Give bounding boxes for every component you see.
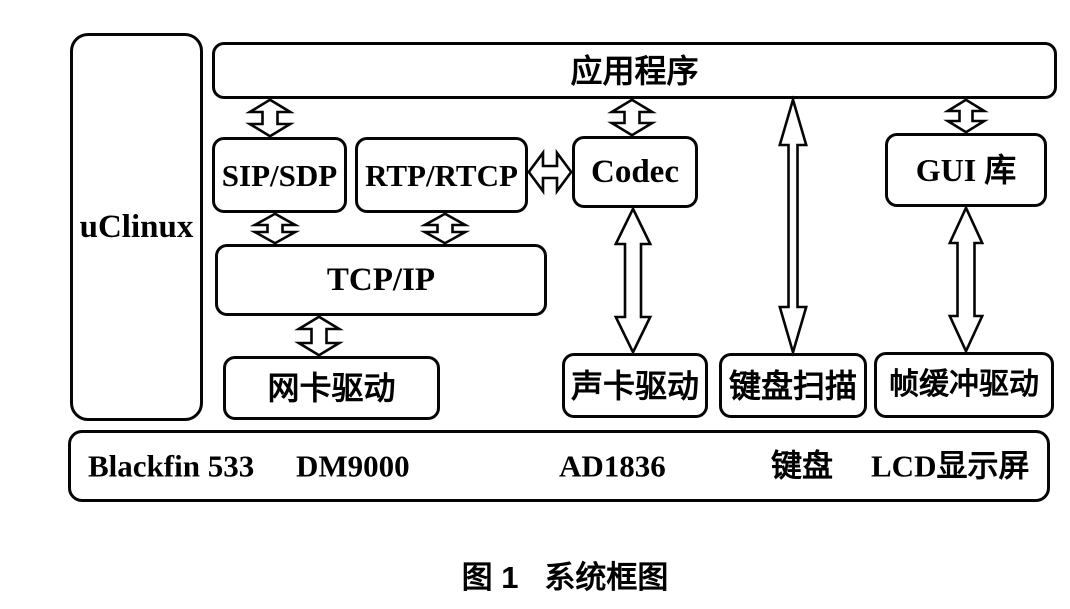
- arrow-rtprtcp-codec: [527, 148, 573, 196]
- node-label: RTP/RTCP: [365, 157, 518, 193]
- arrow-app-gui: [943, 98, 989, 134]
- arrow-sipsdp-tcpip: [249, 212, 301, 245]
- hardware-label-keyboard: 键盘: [771, 448, 833, 484]
- node-tcp-ip: TCP/IP: [215, 244, 547, 316]
- node-framebuffer-driver: 帧缓冲驱动: [874, 352, 1054, 418]
- node-nic-driver: 网卡驱动: [223, 356, 440, 420]
- node-label: uClinux: [79, 208, 194, 245]
- node-application: 应用程序: [212, 42, 1057, 99]
- node-label: SIP/SDP: [221, 157, 338, 193]
- node-uclinux: uClinux: [70, 33, 203, 421]
- hardware-label-audio-codec: AD1836: [559, 448, 666, 484]
- node-label: 键盘扫描: [728, 367, 857, 404]
- node-label: GUI 库: [915, 152, 1017, 188]
- arrow-tcpip-nic: [294, 315, 344, 357]
- arrow-codec-sound: [613, 205, 653, 356]
- hardware-label-ethernet: DM9000: [296, 448, 410, 484]
- arrow-rtprtcp-tcpip: [419, 212, 471, 245]
- node-sound-driver: 声卡驱动: [562, 353, 708, 418]
- node-codec: Codec: [572, 136, 698, 208]
- arrow-app-codec: [607, 98, 657, 137]
- node-sip-sdp: SIP/SDP: [212, 137, 347, 213]
- node-gui-library: GUI 库: [885, 133, 1047, 207]
- node-label: 帧缓冲驱动: [889, 368, 1039, 401]
- node-label: 声卡驱动: [570, 367, 699, 404]
- node-label: 网卡驱动: [267, 370, 396, 406]
- arrow-app-sipsdp: [245, 98, 295, 138]
- node-label: Codec: [591, 153, 679, 190]
- figure-caption: 图 1 系统框图: [461, 560, 669, 595]
- arrow-app-keyscan: [778, 95, 808, 357]
- hardware-label-lcd: LCD显示屏: [871, 448, 1030, 484]
- node-keyboard-scan: 键盘扫描: [719, 353, 867, 418]
- arrow-gui-framebuf: [947, 204, 985, 355]
- node-label: TCP/IP: [326, 261, 436, 298]
- hardware-bar: Blackfin 533 DM9000 AD1836 键盘 LCD显示屏: [68, 430, 1050, 502]
- node-rtp-rtcp: RTP/RTCP: [355, 137, 528, 213]
- node-label: 应用程序: [570, 52, 699, 89]
- hardware-label-cpu: Blackfin 533: [88, 448, 255, 484]
